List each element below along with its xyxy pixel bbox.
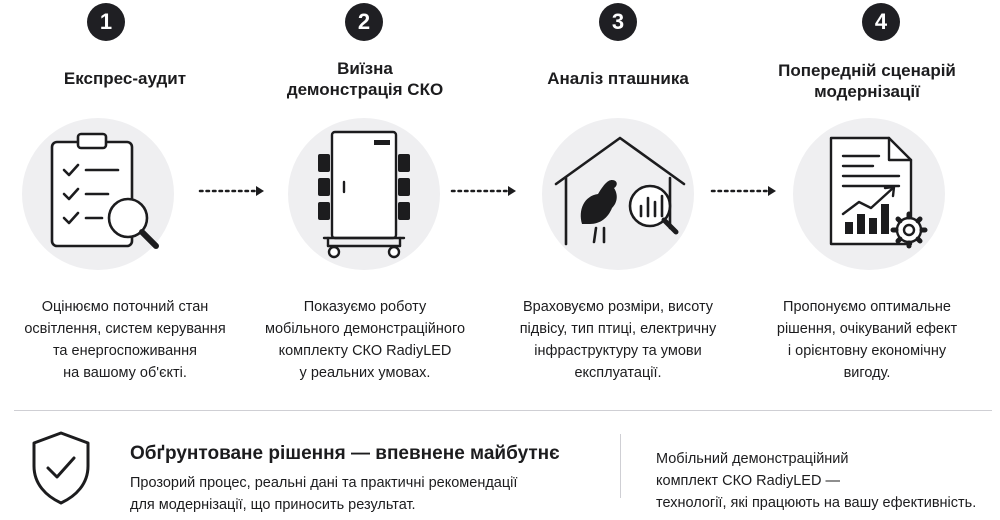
step-title: Виїзна демонстрація СКО <box>286 59 444 99</box>
dotted-arrow-icon <box>198 186 264 196</box>
step-number-badge: 2 <box>345 3 383 41</box>
footer-side-note: Мобільний демонстраційний комплект СКО R… <box>656 451 977 511</box>
step-description: Оцінюємо поточний стан освітлення, систе… <box>24 299 226 381</box>
horizontal-divider <box>14 410 992 411</box>
step-icon-circle <box>542 118 694 270</box>
step-icon-circle <box>22 118 174 270</box>
step-icon-circle <box>288 118 440 270</box>
report-growth-gear-icon <box>829 136 928 249</box>
dotted-arrow-icon <box>450 186 516 196</box>
footer-description: Прозорий процес, реальні дані та практич… <box>130 475 518 513</box>
step-number-badge: 1 <box>87 3 125 41</box>
step-3: 3 Аналіз пташника Враховуємо розміри, ви… <box>493 0 743 400</box>
step-2: 2 Виїзна демонстрація СКО Показу <box>240 0 490 400</box>
mobile-cabinet-icon <box>318 130 410 259</box>
step-number-badge: 3 <box>599 3 637 41</box>
step-4: 4 Попередній сценарій модернізації <box>742 0 992 400</box>
step-number-badge: 4 <box>862 3 900 41</box>
step-1: 1 Експрес-аудит Оцінюємо поточний стан о… <box>0 0 250 400</box>
dotted-arrow-icon <box>710 186 776 196</box>
step-title: Експрес-аудит <box>63 69 187 88</box>
clipboard-magnifier-icon <box>50 132 159 249</box>
vertical-divider <box>620 434 621 498</box>
step-description: Показуємо роботу мобільного демонстрацій… <box>264 299 466 381</box>
poultry-house-analysis-icon <box>554 136 686 246</box>
step-description: Враховуємо розміри, висоту підвісу, тип … <box>519 299 717 381</box>
step-title: Попередній сценарій модернізації <box>778 61 956 101</box>
step-icon-circle <box>793 118 945 270</box>
shield-check-icon <box>32 431 90 505</box>
step-description: Пропонуємо оптимальне рішення, очікувани… <box>776 299 958 381</box>
footer-title: Обґрунтоване рішення — впевнене майбутнє <box>130 443 560 464</box>
step-title: Аналіз пташника <box>547 69 689 88</box>
